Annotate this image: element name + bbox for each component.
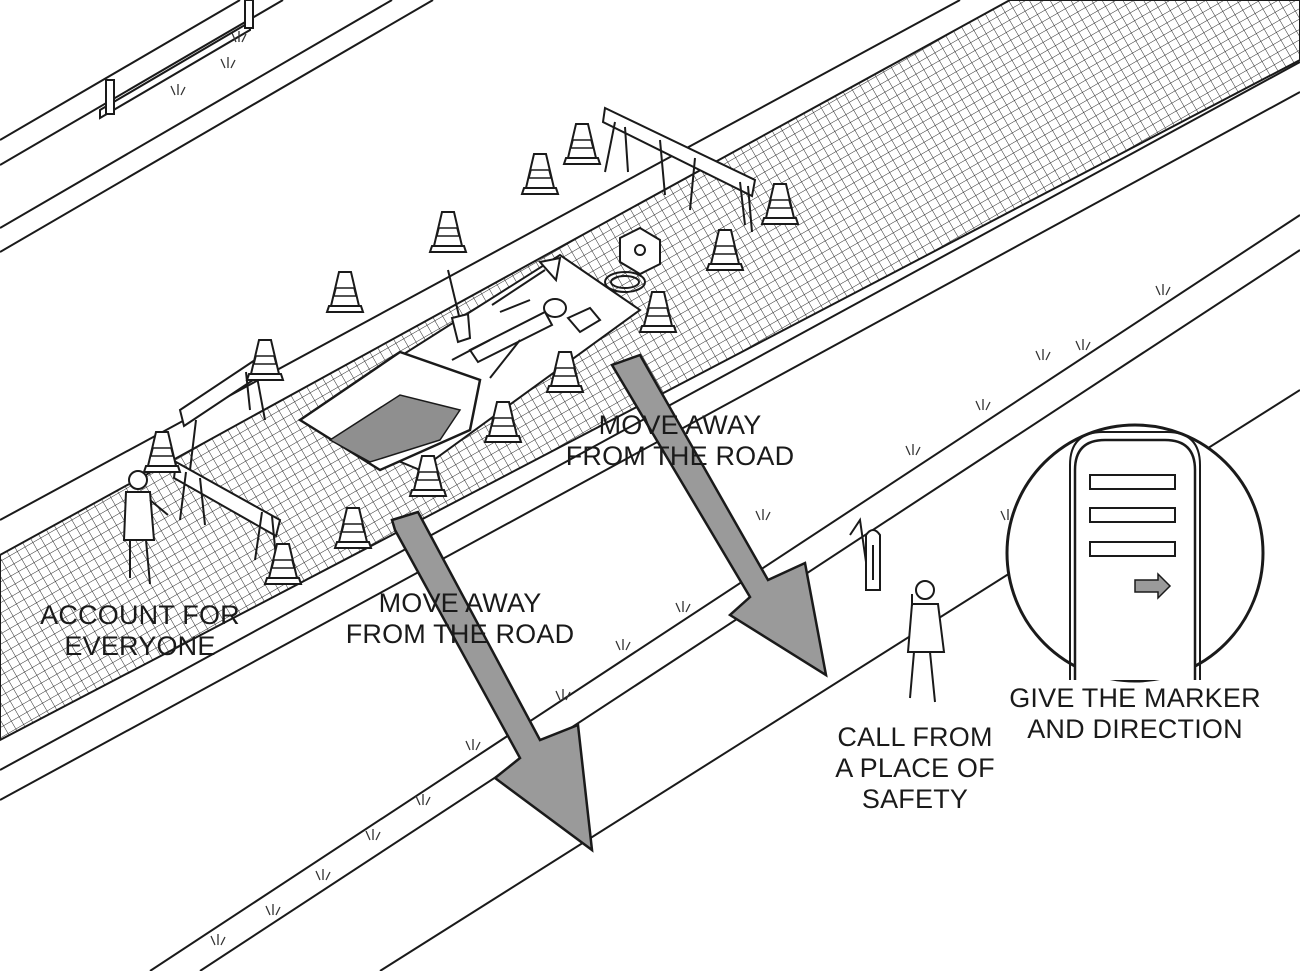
- marker-post-icon: [865, 529, 881, 591]
- excavation-pit: [297, 350, 482, 472]
- hatched-shoulder: [0, 0, 1300, 742]
- phone-caller-icon: [906, 580, 946, 703]
- arrow-icon: [390, 510, 594, 853]
- label-call-line3: SAFETY: [861, 784, 969, 814]
- label-give-marker-direction: GIVE THE MARKER AND DIRECTION: [1000, 683, 1270, 745]
- label-call-line1: CALL FROM: [837, 722, 993, 752]
- label-move-away-left: MOVE AWAY FROM THE ROAD: [330, 588, 590, 650]
- worker-icon: [122, 470, 169, 585]
- label-account-line2: EVERYONE: [64, 631, 216, 661]
- label-move-away-left-line2: FROM THE ROAD: [345, 619, 575, 649]
- marker-zoom-circle: [1005, 423, 1265, 683]
- label-move-away-right-line1: MOVE AWAY: [598, 410, 762, 440]
- guard-rail: [99, 0, 254, 120]
- direction-arrow-icon: [1134, 572, 1172, 600]
- label-call-from-safety: CALL FROM A PLACE OF SAFETY: [815, 722, 1015, 815]
- label-move-away-right-line2: FROM THE ROAD: [565, 441, 795, 471]
- label-marker-line2: AND DIRECTION: [1027, 714, 1243, 744]
- label-call-line2: A PLACE OF: [835, 753, 995, 783]
- arrow-icon: [610, 353, 828, 678]
- label-move-away-right: MOVE AWAY FROM THE ROAD: [550, 410, 810, 472]
- label-account-for-everyone: ACCOUNT FOR EVERYONE: [20, 600, 260, 662]
- label-account-line1: ACCOUNT FOR: [40, 600, 240, 630]
- label-marker-line1: GIVE THE MARKER: [1009, 683, 1261, 713]
- pit-water: [328, 394, 462, 463]
- barrier-icon: [601, 106, 757, 233]
- first-aid-kit-icon: [566, 226, 661, 334]
- far-road-lines: [0, 0, 434, 253]
- label-move-away-left-line1: MOVE AWAY: [378, 588, 542, 618]
- spade-icon: [447, 256, 562, 344]
- injured-person-icon: [451, 298, 567, 379]
